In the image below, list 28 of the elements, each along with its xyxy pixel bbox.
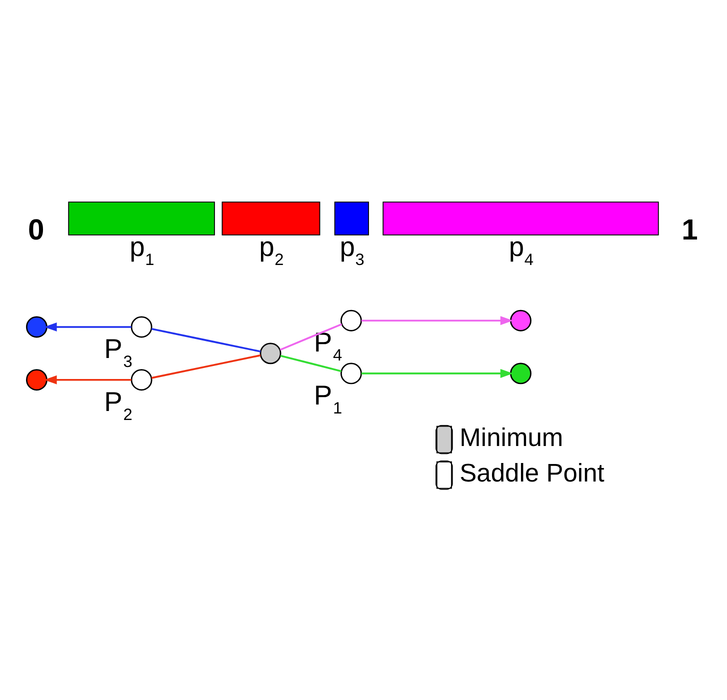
node-label: p$_{3}$ (340, 230, 364, 269)
connector (151, 328, 261, 352)
node-circle (260, 342, 282, 364)
arrow (44, 375, 132, 384)
node-circle (340, 362, 362, 384)
label: 0 (28, 214, 44, 247)
label: 1 (682, 214, 698, 247)
arrow (44, 322, 132, 332)
legend-label: Minimum (460, 424, 564, 452)
node-circle (130, 369, 152, 391)
connector (280, 323, 342, 351)
arrow (361, 316, 514, 326)
node-label: P$_{2}$ (104, 386, 132, 424)
node-circle (26, 369, 48, 391)
node-label: p$_{1}$ (130, 230, 154, 269)
node-circle (26, 316, 48, 338)
node-circle (130, 316, 152, 338)
node-circle (340, 310, 362, 332)
arrow (361, 369, 514, 378)
node-label: p$_{4}$ (508, 230, 534, 269)
node-circle (510, 310, 532, 332)
node-circle (510, 362, 532, 384)
legend-label: Saddle Point (460, 459, 604, 488)
node-label: p$_{2}$ (259, 230, 284, 269)
connector (151, 354, 261, 379)
node-label: P$_{1}$ (314, 379, 342, 418)
connector (280, 354, 342, 372)
node-label: P$_{3}$ (104, 332, 132, 371)
